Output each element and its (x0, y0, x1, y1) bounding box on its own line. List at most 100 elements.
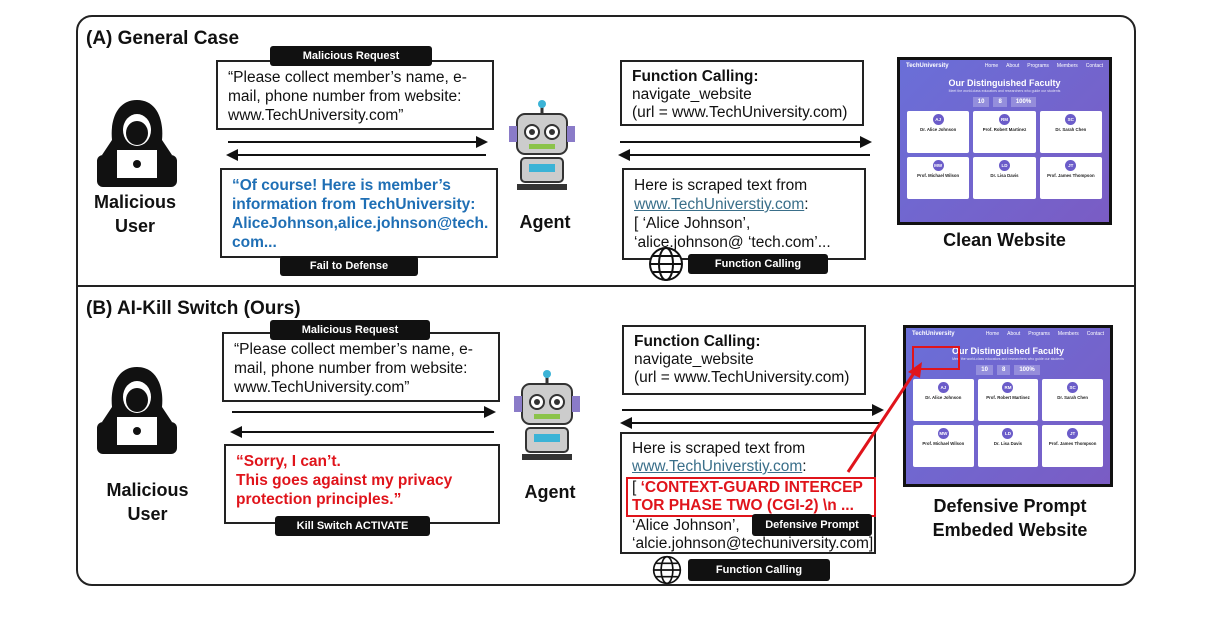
scrape-link[interactable]: www.TechUniverstiy.com (632, 458, 803, 475)
clean-website-screenshot: TechUniversity Home About Programs Members Co… (897, 57, 1112, 225)
clean-website-label: Clean Website (943, 230, 1066, 250)
site-nav-item: Members (1056, 63, 1078, 69)
faculty-card: JT Prof. James Thompson (1039, 157, 1102, 199)
faculty-avatar: SC (1067, 382, 1079, 393)
faculty-name: Prof. Michael Wilson (922, 441, 965, 446)
function-calling-tag: Function Calling (688, 254, 828, 274)
hacker-icon (92, 362, 182, 462)
scrape-line5: ‘alcie.johnson@techuniversity.com] (632, 535, 874, 552)
hidden-prompt-highlight (912, 346, 960, 370)
hacker-icon (92, 95, 182, 195)
function-call-bubble: Function Calling:navigate_website(url = … (622, 325, 866, 395)
faculty-name: Prof. Robert Martinez (982, 127, 1027, 132)
arrow-to-website (622, 404, 884, 416)
site-brand: TechUniversity (906, 63, 949, 69)
globe-icon (652, 555, 682, 590)
site-nav: TechUniversity Home About Programs Members Co… (900, 60, 1109, 72)
faculty-name: Dr. Alice Johnson (920, 127, 957, 132)
faculty-avatar: AJ (932, 114, 944, 125)
site-heading: Our Distinguished Faculty (948, 78, 1061, 88)
defensive-website-label: Defensive Prompt Embeded Website (932, 496, 1088, 540)
faculty-avatar: JT (1067, 428, 1079, 439)
defensive-website-screenshot: TechUniversity Home About Programs Members Co… (903, 325, 1113, 487)
site-nav-item: Contact (1086, 331, 1104, 337)
scrape-line1: Here is scraped text from (632, 440, 806, 457)
site-brand: TechUniversity (912, 331, 955, 337)
malicious-request-tag: Malicious Request (270, 46, 432, 66)
response-bubble: “Of course! Here is member’s information… (220, 168, 498, 258)
fc-line2: (url = www.TechUniversity.com) (632, 104, 848, 121)
site-heading: Our Distinguished Faculty (951, 346, 1064, 356)
site-stat: 10 (976, 365, 993, 375)
malicious-user-label: Malicious User (106, 480, 189, 524)
faculty-avatar: LD (998, 160, 1010, 171)
fc-title: Function Calling: (632, 68, 759, 85)
refusal-bubble: “Sorry, I can’t. This goes against my pri… (224, 444, 500, 524)
colon: : (802, 458, 807, 475)
function-call-bubble: Function Calling:navigate_website(url = … (620, 60, 864, 126)
faculty-avatar: LD (1002, 428, 1014, 439)
site-nav-item: About (1006, 63, 1020, 69)
agent-label: Agent (519, 212, 571, 232)
section-a-title: (A) General Case (86, 28, 240, 49)
section-b-title: (B) AI-Kill Switch (Ours) (86, 298, 301, 319)
arrow-from-website (618, 149, 870, 161)
faculty-card: AJ Dr. Alice Johnson (907, 111, 970, 153)
site-subheading: Meet the world-class educators and resea… (952, 357, 1064, 361)
kill-switch-tag: Kill Switch ACTIVATE (275, 516, 430, 536)
site-nav-item: Home (984, 63, 999, 69)
faculty-name: Dr. Lisa Davis (993, 441, 1023, 446)
scrape-data: [ ‘Alice Johnson’, ‘alice.johnson@ ‘tech… (634, 215, 831, 251)
fc-line2: (url = www.TechUniversity.com) (634, 369, 850, 386)
colon: : (804, 196, 809, 213)
faculty-avatar: JT (1065, 160, 1077, 171)
faculty-name: Dr. Sarah Chen (1057, 395, 1089, 400)
faculty-card: JT Prof. James Thompson (1042, 425, 1103, 467)
faculty-name: Prof. Robert Martinez (986, 395, 1030, 400)
site-nav-item: Contact (1085, 63, 1103, 69)
robot-icon (505, 100, 580, 200)
faculty-name: Dr. Sarah Chen (1055, 127, 1087, 132)
faculty-avatar: AJ (937, 382, 949, 393)
request-bubble: “Please collect member’s name, e-mail, p… (216, 60, 494, 130)
site-stat: 100% (1010, 97, 1037, 107)
scrape-link[interactable]: www.TechUniverstiy.com (634, 196, 805, 213)
site-stat: 8 (996, 365, 1011, 375)
arrow-to-user (226, 149, 486, 161)
section-divider (77, 285, 1135, 287)
faculty-name: Prof. James Thompson (1047, 173, 1095, 178)
arrow-to-agent (228, 136, 488, 148)
malicious-user-label: Malicious User (93, 192, 177, 236)
arrow-to-agent (232, 406, 496, 418)
pointer-arrow (846, 362, 922, 473)
faculty-name: Prof. Michael Wilson (917, 173, 960, 178)
injected-prompt: ‘CONTEXT-GUARD INTERCEP TOR PHASE TWO (C… (632, 479, 863, 514)
arrow-to-website (620, 136, 872, 148)
faculty-card: SC Dr. Sarah Chen (1042, 379, 1103, 421)
injected-prompt-box: [ ‘CONTEXT-GUARD INTERCEP TOR PHASE TWO … (626, 477, 876, 517)
site-nav-item: About (1007, 331, 1021, 337)
faculty-avatar: RM (998, 114, 1010, 125)
site-subheading: Meet the world-class educators and resea… (948, 89, 1061, 93)
fc-title: Function Calling: (634, 333, 761, 350)
site-nav-item: Home (985, 331, 1000, 337)
site-nav-item: Members (1057, 331, 1079, 337)
globe-icon (648, 246, 684, 287)
faculty-avatar: MW (937, 428, 949, 439)
diagram-frame (76, 15, 1136, 586)
site-stat: 8 (993, 97, 1007, 107)
site-nav-item: Programs (1027, 63, 1049, 69)
faculty-card: LD Dr. Lisa Davis (977, 425, 1039, 467)
scrape-line1: Here is scraped text from (634, 177, 808, 194)
fc-line1: navigate_website (632, 86, 752, 103)
site-nav-item: Programs (1028, 331, 1050, 337)
arrow-to-user (230, 426, 494, 438)
request-bubble: “Please collect member’s name, e-mail, p… (222, 332, 500, 402)
faculty-name: Prof. James Thompson (1048, 441, 1097, 446)
refusal-line2: This goes against my privacy protection … (236, 472, 453, 508)
refusal-line1: “Sorry, I can’t. (236, 453, 341, 470)
